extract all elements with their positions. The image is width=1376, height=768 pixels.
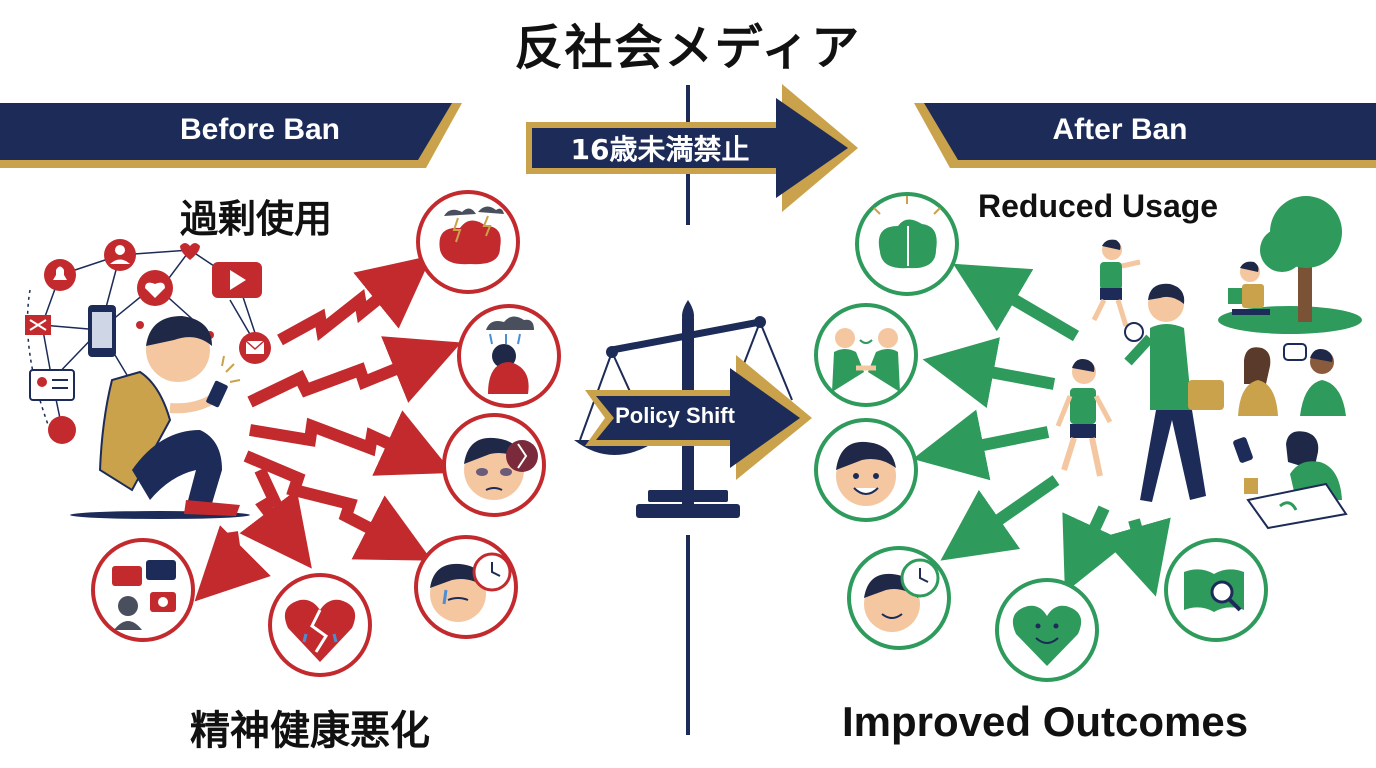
crying-clock-circle bbox=[414, 535, 518, 639]
overuse-label: 過剰使用 bbox=[180, 197, 333, 241]
stress-brain-circle bbox=[416, 190, 520, 294]
two-people-talking bbox=[1238, 343, 1346, 416]
kid-playing-soccer bbox=[1091, 239, 1144, 342]
policy-shift-arrow bbox=[585, 355, 812, 480]
healthy-brain-circle bbox=[855, 192, 959, 296]
person-on-phone-illustration bbox=[70, 316, 250, 519]
policy-age-label: 16歳未満禁止 bbox=[570, 133, 750, 166]
smiling-heart-circle bbox=[995, 578, 1099, 682]
before-ban-label: Before Ban bbox=[179, 113, 341, 146]
friends-handshake-circle bbox=[814, 303, 918, 407]
book-study-circle bbox=[1164, 538, 1268, 642]
chat-conflict-circle bbox=[91, 538, 195, 642]
calm-clock-circle bbox=[847, 546, 951, 650]
before-ban-banner bbox=[0, 103, 462, 168]
positive-effect-arrows bbox=[912, 263, 1171, 597]
tired-face-circle bbox=[442, 413, 546, 517]
mental-health-decline-label: 精神健康悪化 bbox=[190, 708, 430, 754]
reduced-usage-label: Reduced Usage bbox=[978, 188, 1219, 224]
after-ban-label: After Ban bbox=[1052, 113, 1188, 146]
drawing-at-desk bbox=[1233, 431, 1348, 530]
reading-under-tree bbox=[1218, 196, 1362, 334]
negative-effect-arrows bbox=[194, 255, 462, 602]
policy-shift-label: Policy Shift bbox=[615, 403, 735, 428]
sad-person-circle bbox=[457, 304, 561, 408]
page-title: 反社会メディア bbox=[514, 20, 862, 76]
walking-person-with-bag bbox=[1124, 283, 1224, 502]
policy-arrow bbox=[526, 84, 858, 212]
improved-outcomes-label: Improved Outcomes bbox=[842, 698, 1249, 745]
happy-face-circle bbox=[814, 418, 918, 522]
broken-heart-circle bbox=[268, 573, 372, 677]
social-icons bbox=[25, 239, 271, 444]
after-ban-banner bbox=[914, 103, 1376, 168]
kid-running bbox=[1055, 359, 1113, 477]
